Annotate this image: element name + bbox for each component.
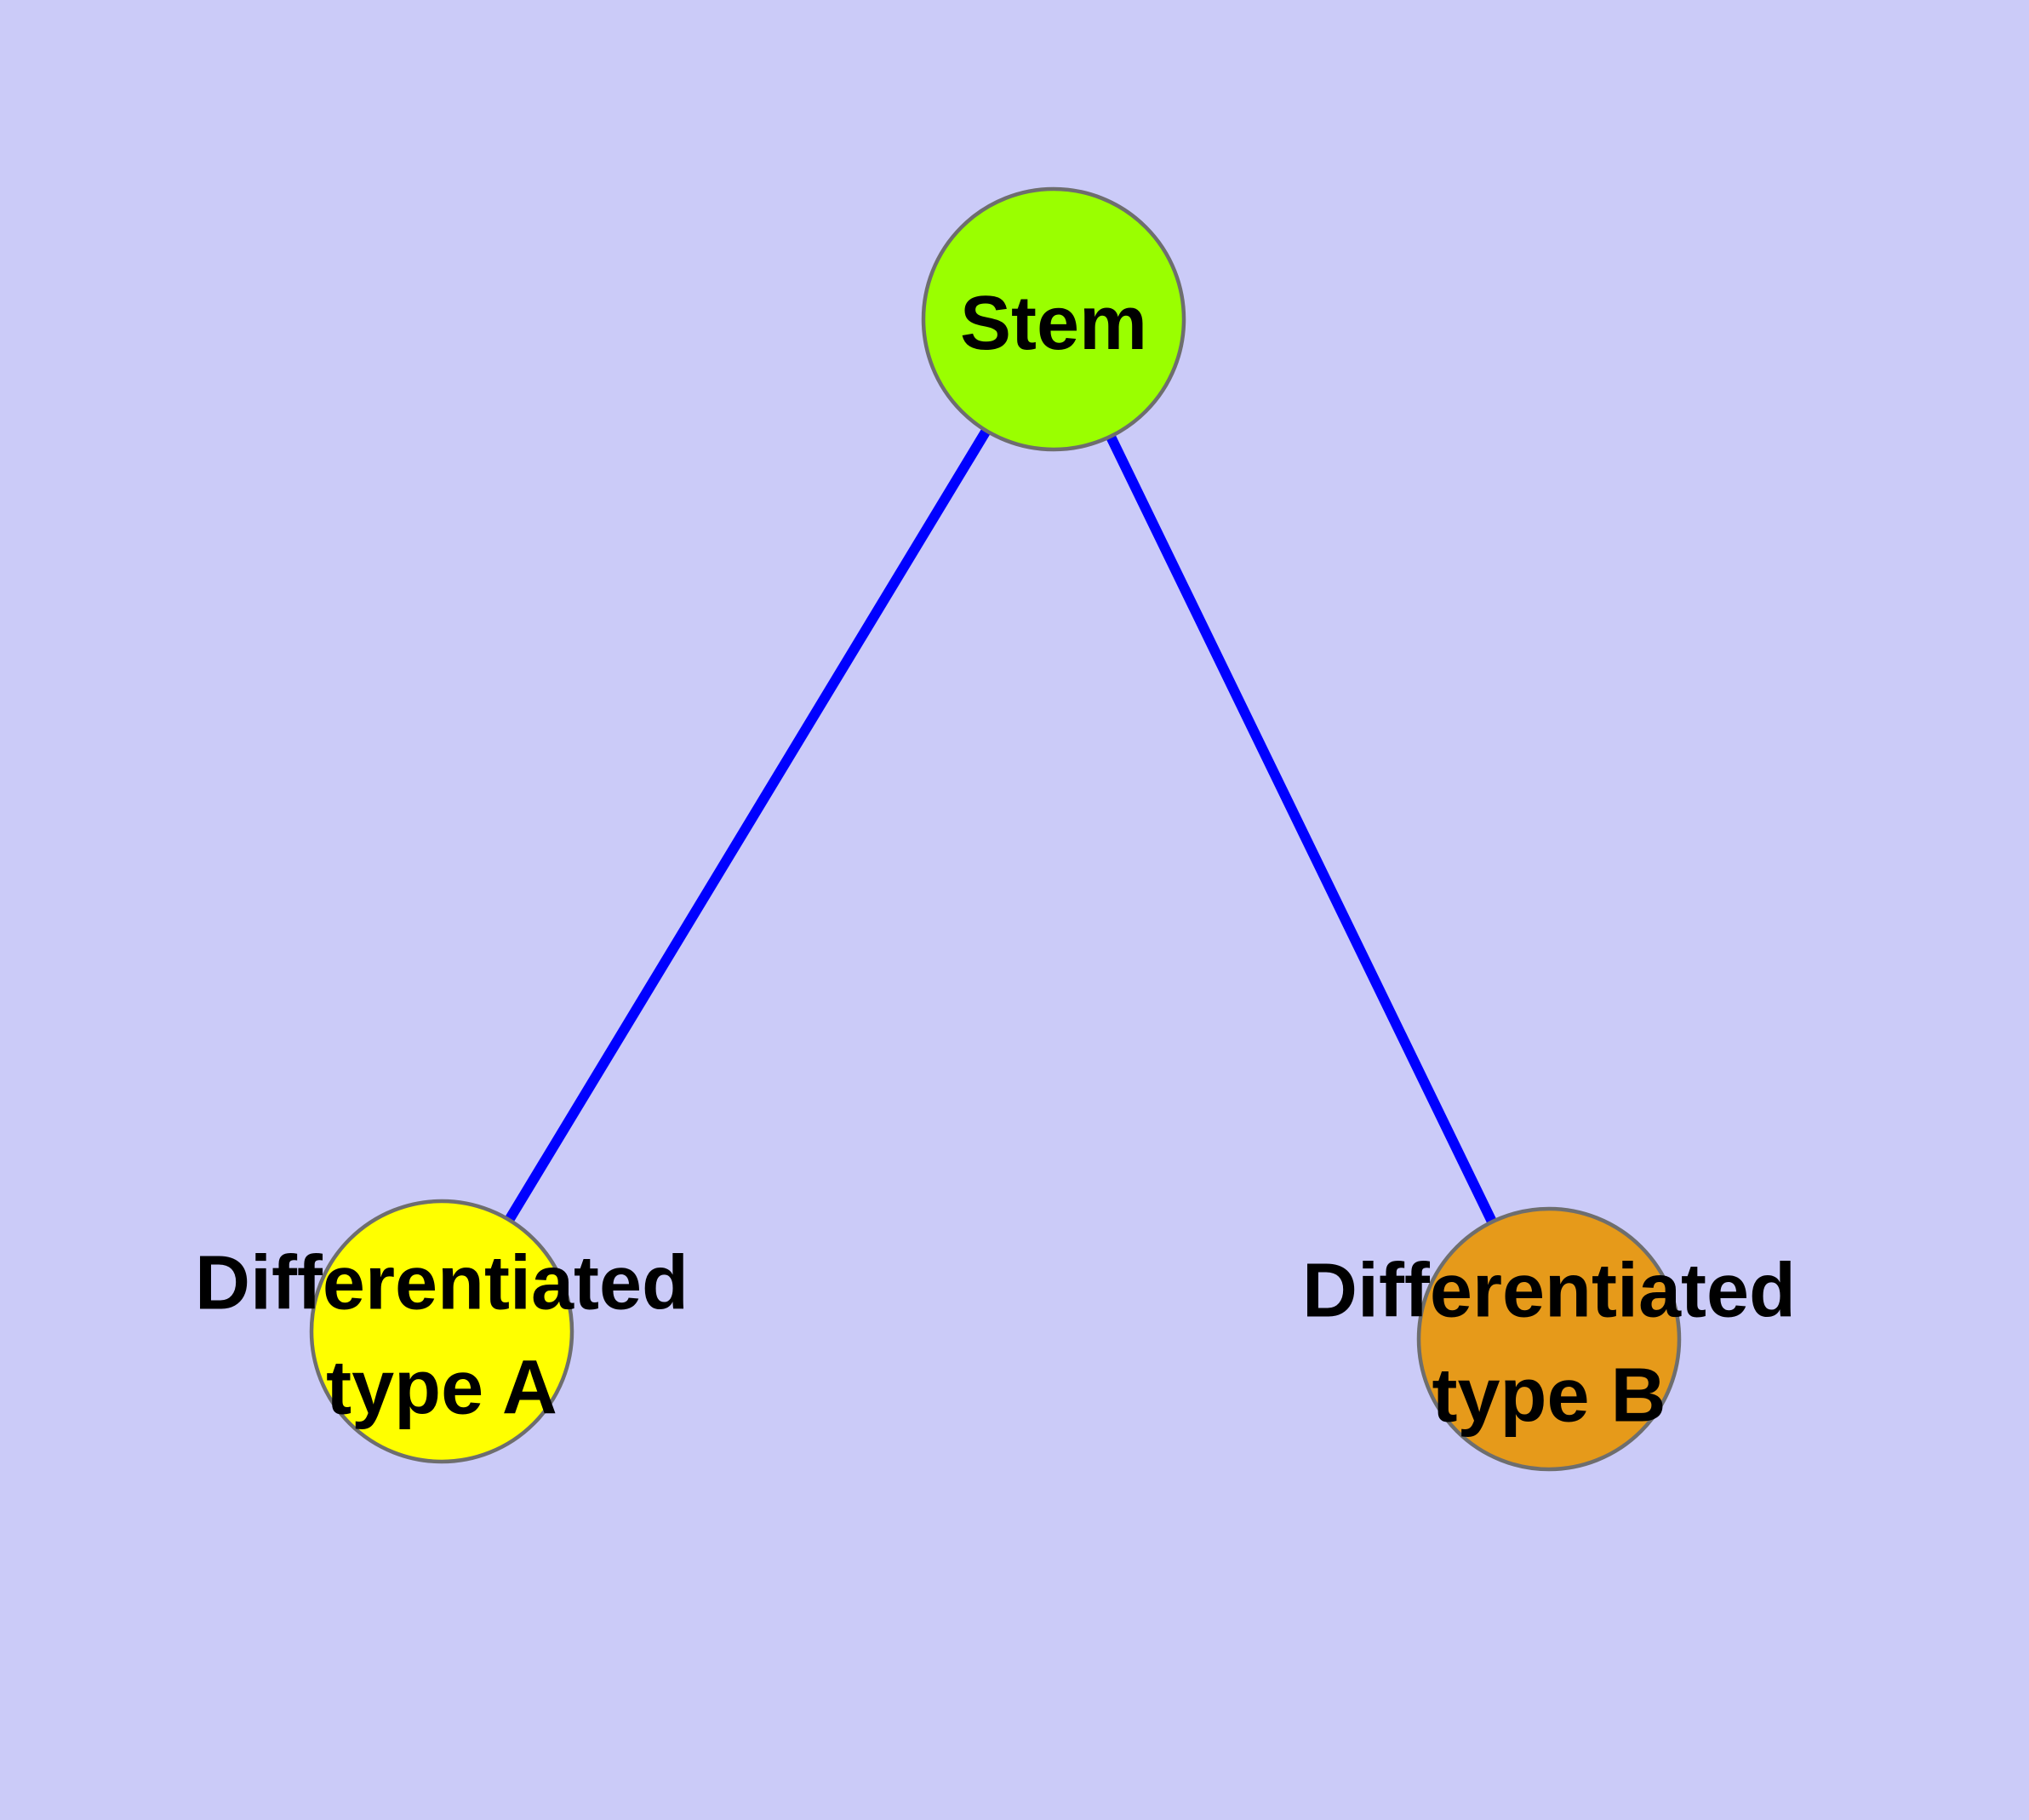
node-stem-label: Stem	[960, 281, 1147, 366]
node-stem: Stem	[921, 186, 1186, 452]
edges-layer	[437, 316, 1554, 1342]
edge-stem-diff-b	[1049, 317, 1554, 1342]
edge-stem-diff-a	[437, 316, 1059, 1335]
node-stem-circle	[921, 186, 1186, 452]
node-diff-a-circle	[309, 1199, 574, 1464]
node-diff-b-circle	[1416, 1206, 1682, 1472]
